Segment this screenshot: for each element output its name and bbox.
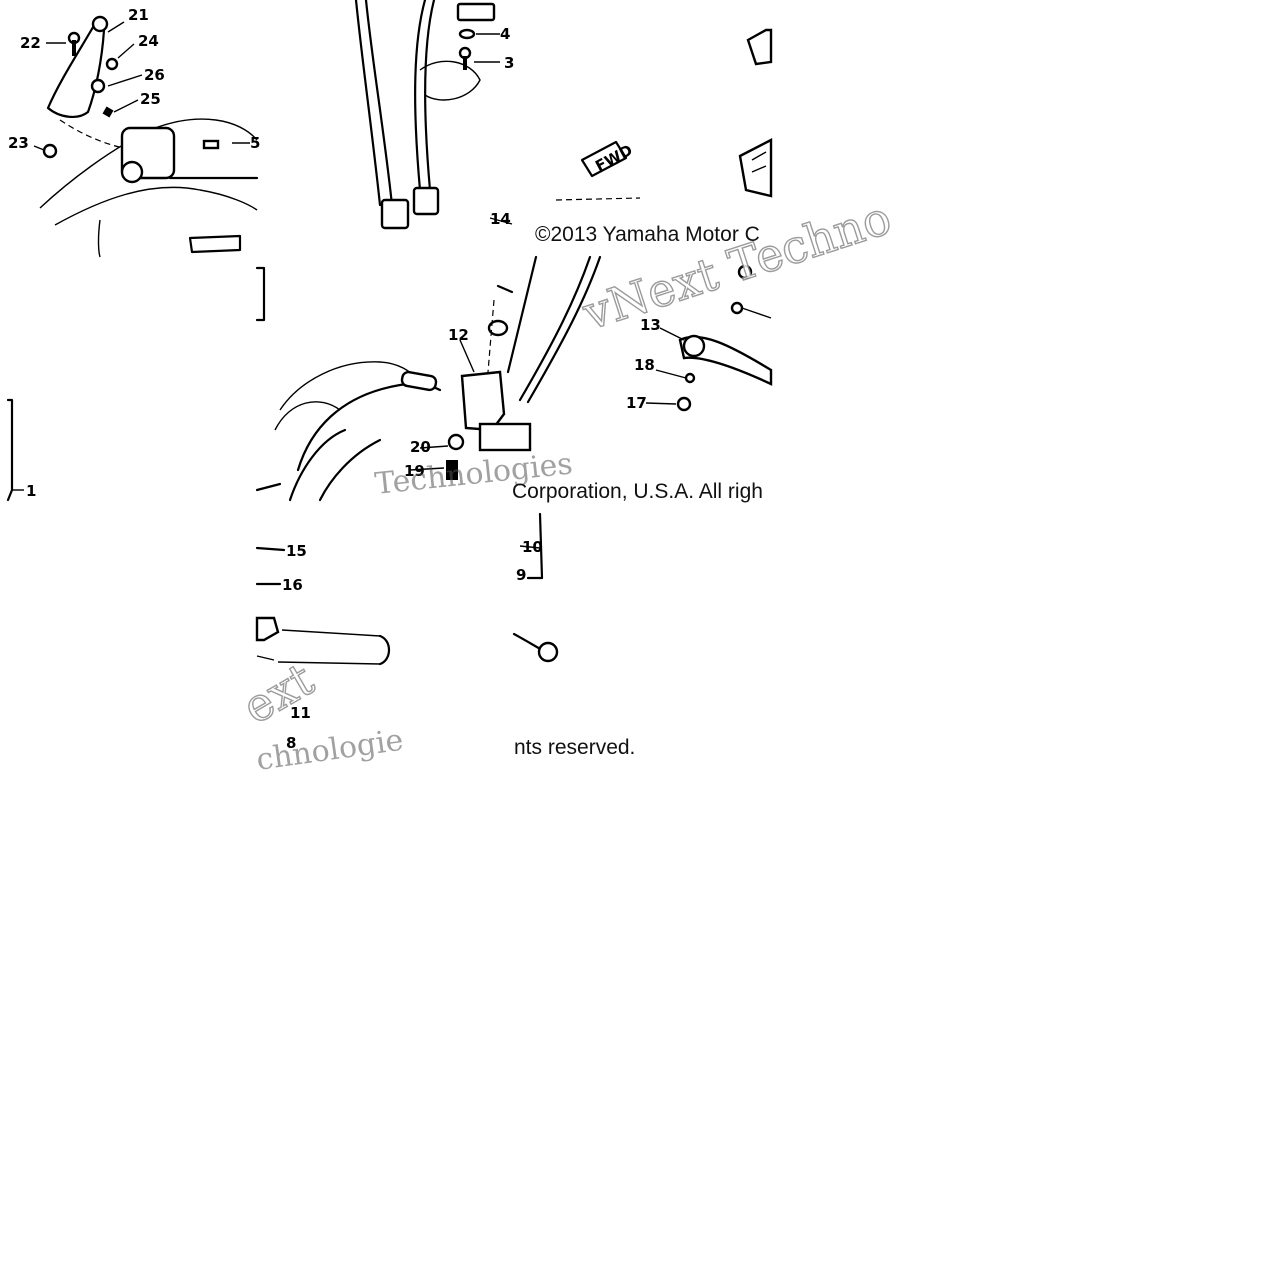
callout-11: 11	[290, 704, 311, 722]
callout-15: 15	[286, 542, 307, 560]
callout-1: 1	[26, 482, 36, 500]
tile-cables: 4 3 14	[354, 0, 514, 230]
callout-23: 23	[8, 134, 29, 152]
tile-master-cylinder: 12 20 19	[255, 284, 532, 502]
callout-20: 20	[410, 438, 431, 456]
callout-21: 21	[128, 6, 149, 24]
callout-12: 12	[448, 326, 469, 344]
tile-fwd-bracket: FWD	[555, 28, 773, 201]
tile-clutch-lever: 22 21 24 26 25 23 5	[8, 6, 260, 258]
callout-5: 5	[250, 134, 260, 152]
copyright-line-1: ©2013 Yamaha Motor C	[535, 223, 760, 246]
copyright-line-3: nts reserved.	[514, 736, 635, 759]
copyright-line-2: Corporation, U.S.A. All righ	[512, 480, 763, 503]
callout-18: 18	[634, 356, 655, 374]
callout-8: 8	[286, 734, 296, 752]
tile-grip: 15 16 11 8	[255, 542, 391, 752]
callout-24: 24	[138, 32, 159, 50]
callout-25: 25	[140, 90, 161, 108]
callout-14: 14	[490, 210, 511, 228]
tile-brake-lever: 13 18 17	[506, 255, 773, 412]
watermark-techno: vNext Techno	[576, 190, 898, 340]
callout-17: 17	[626, 394, 647, 412]
callout-9: 9	[516, 566, 526, 584]
callout-22: 22	[20, 34, 41, 52]
fwd-label: FWD	[592, 141, 635, 175]
callout-16: 16	[282, 576, 303, 594]
callout-19: 19	[404, 462, 425, 480]
callout-26: 26	[144, 66, 165, 84]
tile-left-bracket: 1	[6, 266, 266, 502]
watermark-chnologie: chnologie	[254, 723, 405, 778]
callout-4: 4	[500, 25, 510, 43]
callout-10: 10	[522, 538, 543, 556]
tile-lever-end: 10 9	[512, 512, 559, 663]
watermark-ext: ext	[234, 652, 323, 735]
callout-3: 3	[504, 54, 514, 72]
callout-13: 13	[640, 316, 661, 334]
